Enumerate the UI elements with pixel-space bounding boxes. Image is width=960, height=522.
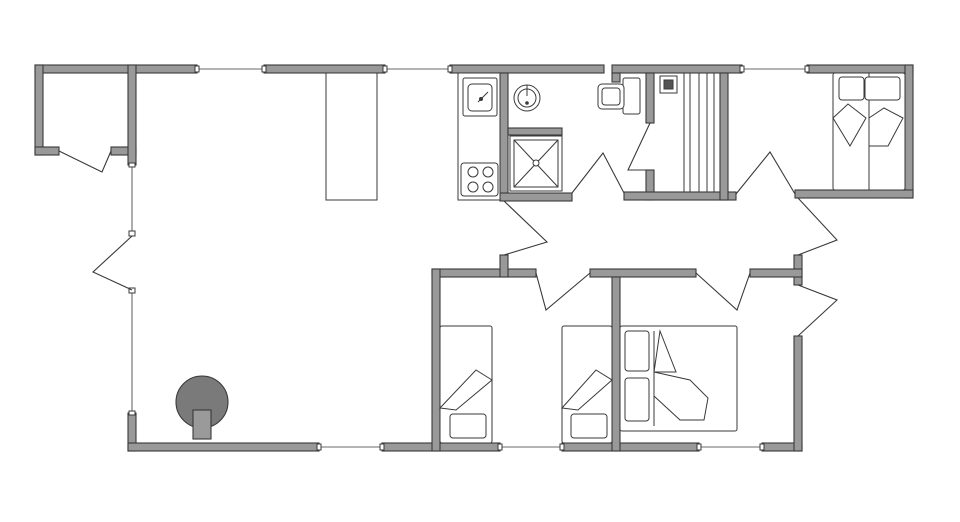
wall-top-kitchen (449, 64, 605, 74)
bathroom (509, 77, 641, 192)
bedroom-1 (832, 72, 906, 191)
shower-tray-icon (509, 135, 563, 192)
pillow (570, 413, 608, 439)
doors (58, 122, 839, 337)
duvet-fold (653, 329, 677, 373)
wall-right-upper (904, 64, 914, 199)
door-bedroom-2 (535, 272, 591, 311)
pillow (624, 330, 650, 372)
wall-bottom-right (561, 442, 700, 452)
windows (128, 65, 810, 451)
hob-icon (460, 162, 499, 197)
wall-kitchen-bath-divider (499, 72, 509, 201)
wall-bedroom4-top-right (749, 268, 803, 278)
toilet-icon (597, 77, 641, 115)
door-bedroom-4 (695, 272, 751, 311)
wall-top-left (34, 64, 198, 74)
sauna-stove-icon (659, 75, 678, 94)
wall-hall-stub (499, 254, 509, 278)
door-bedroom-1 (735, 151, 796, 195)
wall-left-upper (34, 64, 44, 156)
door-bathroom (571, 151, 625, 194)
wall-top-middle (263, 64, 386, 74)
washbasin-icon (513, 84, 541, 112)
wall-right-lower (793, 335, 803, 452)
pillow (624, 377, 650, 422)
duvet-fold (653, 371, 709, 421)
door-terrace-upper (797, 197, 838, 256)
wall-bedroom1-bottom (794, 189, 914, 199)
bedroom-2 (438, 325, 493, 444)
wood-stove-icon (175, 375, 229, 440)
wall-bedroom2-left (431, 268, 441, 452)
sauna (659, 73, 715, 192)
wall-bedroom2-top (431, 268, 537, 278)
door-entrance (92, 235, 133, 291)
wall-top-right (806, 64, 914, 74)
kitchen-sink-icon (462, 77, 498, 117)
door-hall (503, 200, 549, 256)
wall-bath-bottom (499, 192, 573, 202)
wall-bath-sauna-top (611, 72, 621, 83)
wall-bottom-middle (381, 442, 501, 452)
duvet-fold (832, 103, 867, 147)
wall-bedroom34-top (589, 268, 697, 278)
wall-bedroom3-4-divider (611, 276, 621, 452)
wall-sauna-bottom (623, 191, 737, 201)
wall-left-small-bottom (34, 146, 60, 156)
bedroom-3 (560, 325, 613, 444)
pillow (449, 413, 487, 439)
wall-living-left-upper (127, 64, 137, 166)
door-sauna (627, 122, 651, 171)
kitchen (457, 72, 501, 201)
interior-walls (431, 72, 914, 452)
pillow (838, 76, 865, 101)
wall-bottom-left (127, 442, 320, 452)
wall-sauna-right (719, 72, 729, 201)
wall-top-sauna (611, 64, 743, 74)
wall-shower-top (507, 127, 563, 136)
door-terrace-lower (797, 284, 839, 337)
pillow (864, 76, 901, 101)
duvet-fold (438, 369, 493, 411)
door-storage (58, 150, 112, 173)
wall-sauna-left-upper (645, 72, 655, 124)
duvet-fold (560, 369, 613, 411)
sauna-benches (683, 73, 715, 192)
living-room-cabinet (325, 72, 378, 201)
bedroom-4 (619, 325, 738, 432)
duvet-fold (868, 107, 904, 147)
